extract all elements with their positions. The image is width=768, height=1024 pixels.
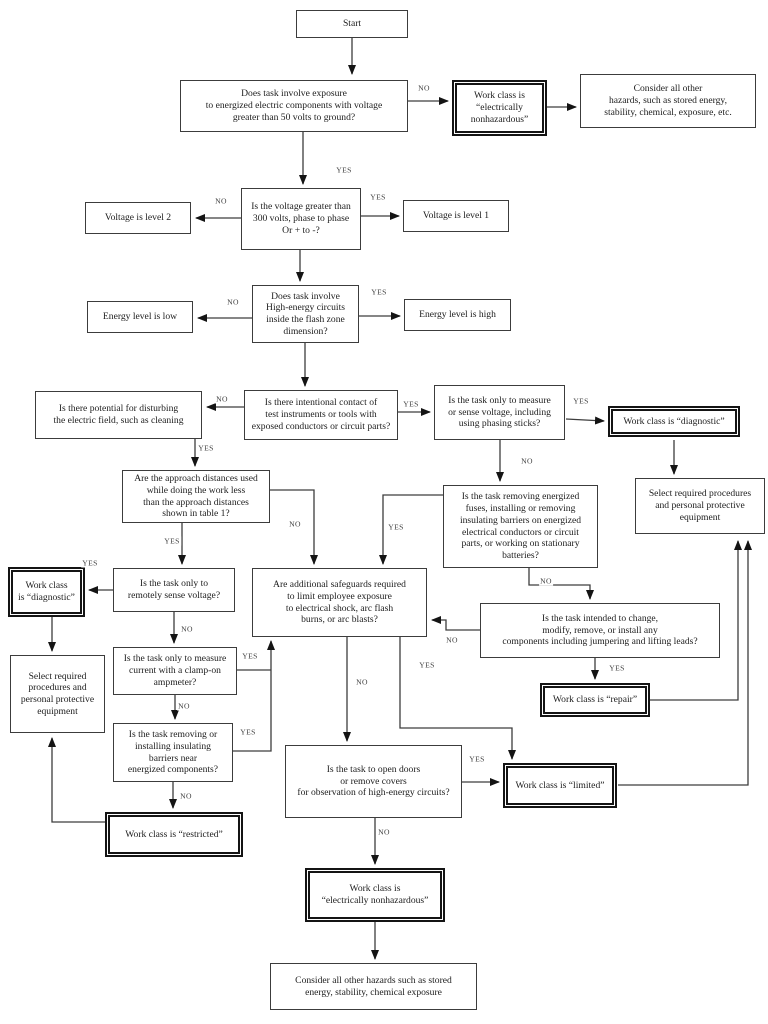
edge-label-q9-no: NO — [180, 624, 194, 634]
edge-label-safeguards-no: NO — [355, 677, 369, 687]
edge-label-q8-yes: YES — [387, 522, 405, 532]
node-workclass-electrically-nonhazardous-top: Work class is “electrically nonhazardous… — [452, 80, 547, 136]
edge-restricted-selleft — [48, 737, 105, 823]
edge-limited-selright — [618, 540, 752, 786]
node-select-procedures-ppe-left: Select required procedures and personal … — [10, 655, 105, 733]
node-voltage-level-2: Voltage is level 2 — [85, 202, 191, 234]
edge-label-q10-no: NO — [445, 635, 459, 645]
node-workclass-diagnostic-left: Work class is “diagnostic” — [8, 567, 85, 617]
edge-q6-diag1 — [565, 416, 605, 425]
node-clamp-on-ampmeter-question: Is the task only to measure current with… — [113, 647, 237, 695]
node-start: Start — [296, 10, 408, 38]
edge-label-q13-yes: YES — [468, 754, 486, 764]
edge-label-q4-yes: YES — [197, 443, 215, 453]
edge-label-q5-yes: YES — [402, 399, 420, 409]
edge-q8-q10 — [528, 568, 594, 600]
node-voltage-level-1: Voltage is level 1 — [403, 200, 509, 232]
edge-label-q2-no: NO — [214, 196, 228, 206]
node-workclass-restricted: Work class is “restricted” — [105, 812, 243, 857]
node-workclass-repair: Work class is “repair” — [540, 683, 650, 717]
node-exposure-50v-question: Does task involve exposure to energized … — [180, 80, 408, 132]
edge-q8-safeguards — [379, 494, 443, 565]
edge-label-q7-yes: YES — [163, 536, 181, 546]
edge-label-q5-no: NO — [215, 394, 229, 404]
edge-label-safeguards-yes: YES — [418, 660, 436, 670]
node-change-modify-install-question: Is the task intended to change, modify, … — [480, 603, 720, 658]
edge-q10-safeguards — [431, 616, 480, 631]
node-insulating-barriers-question: Is the task removing or installing insul… — [113, 723, 233, 782]
edge-label-q12-no: NO — [179, 791, 193, 801]
node-select-procedures-ppe-right: Select required procedures and personal … — [635, 478, 765, 534]
edge-label-q6-yes: YES — [572, 396, 590, 406]
node-workclass-electrically-nonhazardous-bottom: Work class is “electrically nonhazardous… — [305, 868, 445, 922]
edge-q7-safeguards — [270, 489, 318, 565]
edge-label-q12-yes: YES — [239, 727, 257, 737]
node-additional-safeguards-question: Are additional safeguards required to li… — [252, 568, 427, 637]
edge-label-q3-no: NO — [226, 297, 240, 307]
node-energy-level-high: Energy level is high — [404, 299, 511, 331]
edge-label-q1-no: NO — [417, 83, 431, 93]
edge-label-q6-no: NO — [520, 456, 534, 466]
node-remotely-sense-voltage-question: Is the task only to remotely sense volta… — [113, 568, 235, 612]
node-energy-level-low: Energy level is low — [87, 301, 193, 333]
edge-label-q10-yes: YES — [608, 663, 626, 673]
node-approach-distances-question: Are the approach distances used while do… — [122, 470, 270, 523]
edge-repair-selright — [650, 540, 742, 701]
node-disturbing-electric-field-question: Is there potential for disturbing the el… — [35, 391, 202, 439]
edge-label-q9-yes: YES — [81, 558, 99, 568]
edge-label-q3-yes: YES — [370, 287, 388, 297]
node-workclass-limited: Work class is “limited” — [503, 763, 617, 808]
edge-label-q1-yes: YES — [335, 165, 353, 175]
node-measure-sense-voltage-question: Is the task only to measure or sense vol… — [434, 385, 565, 440]
edge-label-q11-no: NO — [177, 701, 191, 711]
node-high-energy-flash-zone-question: Does task involve High-energy circuits i… — [252, 285, 359, 343]
edge-label-q7-no: NO — [288, 519, 302, 529]
edge-safeguards-limited — [399, 637, 516, 760]
node-removing-fuses-barriers-question: Is the task removing energized fuses, in… — [443, 485, 598, 568]
node-workclass-diagnostic-right: Work class is “diagnostic” — [608, 406, 740, 437]
node-voltage-300v-question: Is the voltage greater than 300 volts, p… — [241, 188, 361, 250]
node-consider-other-hazards-bottom: Consider all other hazards such as store… — [270, 963, 477, 1010]
edge-label-q8-no: NO — [539, 576, 553, 586]
node-consider-other-hazards-top: Consider all other hazards, such as stor… — [580, 74, 756, 128]
edge-label-q11-yes: YES — [241, 651, 259, 661]
node-intentional-contact-question: Is there intentional contact of test ins… — [244, 390, 398, 440]
edge-label-q2-yes: YES — [369, 192, 387, 202]
edge-label-q13-no: NO — [377, 827, 391, 837]
node-open-doors-covers-question: Is the task to open doors or remove cove… — [285, 745, 462, 818]
edge-q12-safeguards — [233, 640, 275, 752]
